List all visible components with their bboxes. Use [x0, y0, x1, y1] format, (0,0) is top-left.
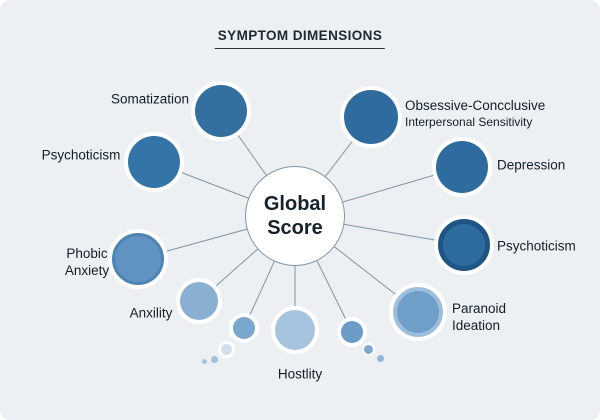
node-psychoticism-left-circle [128, 136, 180, 188]
node-psychoticism-right-circle [438, 219, 490, 271]
node-hostility-label: Hostlity [277, 366, 323, 382]
node-phobic-anxiety-circle [112, 233, 164, 285]
node-somatization-label: Somatization [110, 91, 190, 107]
node-somatization-circle [195, 85, 247, 137]
node-anxility-circle [180, 282, 218, 320]
node-small-left-circle [233, 317, 255, 339]
decor-dot-3 [201, 358, 207, 364]
node-depression-label: Depression [497, 157, 566, 173]
global-score-node: Global Score [245, 166, 345, 266]
node-small-right-circle [341, 321, 363, 343]
diagram-title: SYMPTOM DIMENSIONS [214, 28, 386, 49]
global-score-label-line2: Score [267, 217, 323, 239]
node-anxility-label: Anxility [129, 305, 173, 321]
node-psychoticism-right-label: Psychoticism [497, 238, 576, 254]
node-depression-circle [436, 141, 488, 193]
node-psychoticism-left-label: Psychoticism [41, 147, 121, 163]
decor-dot-2 [210, 355, 218, 363]
decor-dot-5 [376, 354, 384, 362]
decor-dot-1 [220, 343, 232, 355]
global-score-label-line1: Global [263, 193, 327, 215]
decor-dot-4 [363, 344, 373, 354]
node-paranoid-ideation-circle [393, 287, 443, 337]
node-obsessive-conclusive-circle [344, 90, 398, 144]
node-hostility-circle [275, 310, 315, 350]
